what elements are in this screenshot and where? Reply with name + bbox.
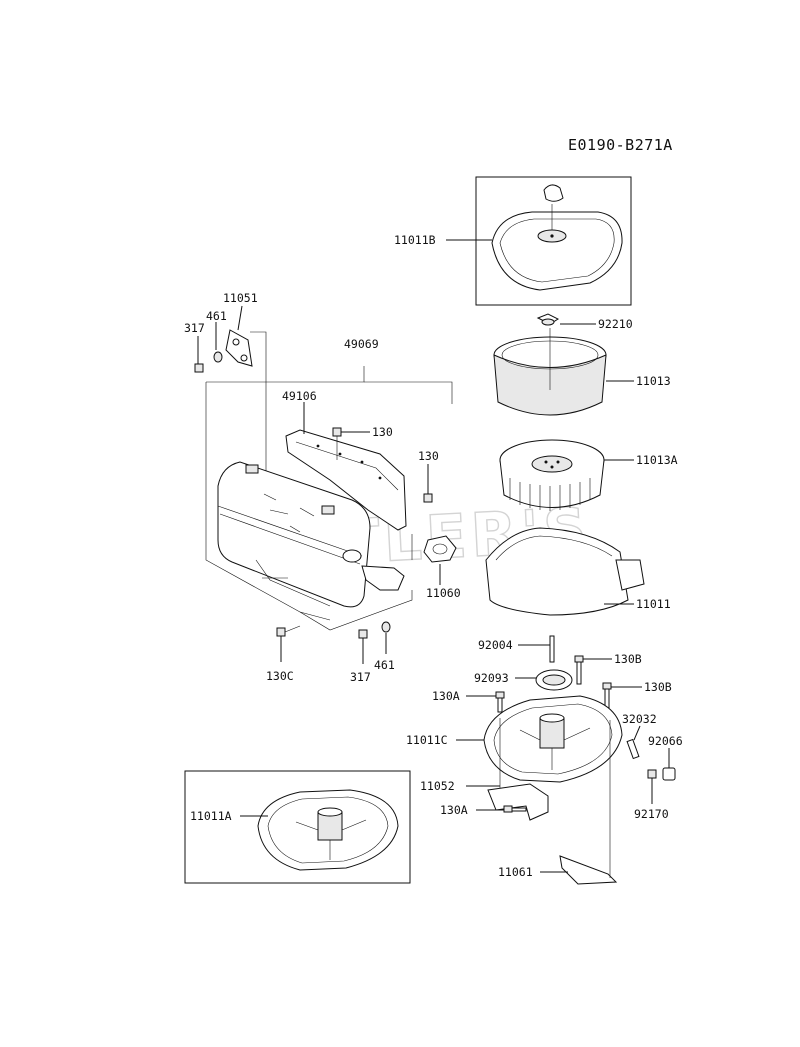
air-cleaner-cover-part — [491, 184, 623, 291]
bolt-130c-part — [276, 625, 301, 637]
label-130-2: 130 — [418, 449, 439, 463]
bolt-130a-lower-part — [503, 805, 527, 813]
leader-32032 — [633, 725, 641, 741]
label-92210: 92210 — [598, 317, 633, 331]
label-461-2: 461 — [374, 658, 395, 672]
label-461-1: 461 — [206, 309, 227, 323]
label-11013: 11013 — [636, 374, 671, 388]
air-cleaner-base-a-part — [257, 789, 399, 871]
leader-11051 — [237, 305, 243, 331]
diagram-code: E0190-B271A — [568, 136, 673, 154]
label-11013A: 11013A — [636, 453, 678, 467]
label-11011A: 11011A — [190, 809, 232, 823]
label-130-1: 130 — [372, 425, 393, 439]
label-317-1: 317 — [184, 321, 205, 335]
cover-inset-box — [475, 176, 632, 306]
label-92004: 92004 — [478, 638, 513, 652]
label-11011C: 11011C — [406, 733, 448, 747]
label-92066: 92066 — [648, 734, 683, 748]
air-filter-element-part — [499, 439, 605, 511]
air-cleaner-base-part — [483, 695, 623, 783]
label-130C: 130C — [266, 669, 294, 683]
clip-part — [647, 769, 657, 779]
label-92093: 92093 — [474, 671, 509, 685]
label-11061: 11061 — [498, 865, 533, 879]
air-cleaner-case-part — [485, 527, 645, 616]
washer-461-lower-part — [381, 621, 391, 633]
seal-part — [535, 669, 573, 691]
bolt-130-right-part — [423, 493, 433, 503]
muffler-part — [217, 461, 405, 608]
label-49069: 49069 — [344, 337, 379, 351]
stud-part — [549, 635, 555, 663]
label-32032: 32032 — [622, 712, 657, 726]
heat-shield-part — [285, 429, 407, 531]
muffler-bracket-part — [225, 329, 253, 367]
label-130A-2: 130A — [440, 803, 468, 817]
gasket-part — [423, 535, 457, 563]
base-inset-box — [184, 770, 411, 884]
bracket-11052-part — [487, 783, 549, 821]
pin-part — [626, 738, 640, 760]
cap-part — [662, 767, 676, 781]
label-130A-1: 130A — [432, 689, 460, 703]
label-49106: 49106 — [282, 389, 317, 403]
washer-461-upper-part — [213, 351, 223, 363]
label-11060: 11060 — [426, 586, 461, 600]
label-11051: 11051 — [223, 291, 258, 305]
label-11052: 11052 — [420, 779, 455, 793]
bolt-130a-upper-part — [495, 691, 505, 713]
label-130B-1: 130B — [614, 652, 642, 666]
bracket-11061-part — [559, 855, 618, 885]
label-11011: 11011 — [636, 597, 671, 611]
nut-317-upper-part — [194, 363, 204, 373]
bolt-130b-upper-part — [574, 655, 584, 685]
label-130B-2: 130B — [644, 680, 672, 694]
label-11011B: 11011B — [394, 233, 436, 247]
wing-nut-part — [536, 313, 560, 326]
label-92170: 92170 — [634, 807, 669, 821]
nut-317-lower-part — [358, 629, 368, 639]
assembly-bracket-line — [206, 366, 365, 383]
label-317-2: 317 — [350, 670, 371, 684]
